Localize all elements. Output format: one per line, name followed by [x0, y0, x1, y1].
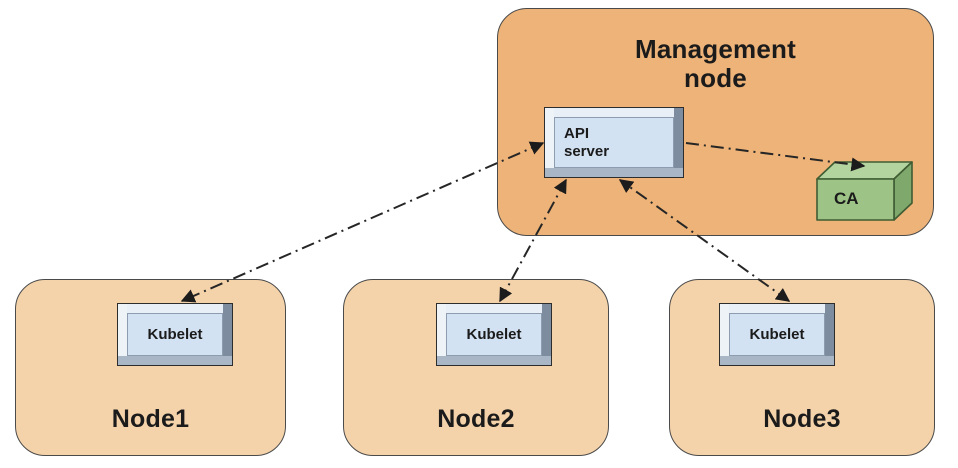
kubelet-node3-box[interactable]: Kubelet	[719, 303, 835, 366]
kubelet-node1-face	[127, 313, 223, 356]
kubelet-node2-bevel-top	[437, 304, 551, 313]
ca-box-shape	[816, 161, 913, 221]
node3-panel: Node3	[669, 279, 935, 456]
kubelet-node3-bevel-bottom	[720, 356, 834, 365]
node3-label: Node3	[763, 405, 841, 433]
api-server-label: API server	[564, 125, 610, 160]
kubelet-node1-bevel-top	[118, 304, 232, 313]
kubelet-node2-label: Kubelet	[466, 325, 522, 343]
kubelet-node3-label: Kubelet	[749, 325, 805, 343]
management-node-label: Management node	[635, 34, 796, 94]
kubelet-node3-face	[729, 313, 825, 356]
kubelet-node2-bevel-right	[542, 304, 551, 365]
kubelet-node2-bevel-bottom	[437, 356, 551, 365]
api-server-bevel-bottom	[545, 168, 683, 177]
api-server-bevel-right	[674, 108, 683, 177]
kubelet-node1-label: Kubelet	[147, 325, 203, 343]
api-server-box[interactable]: API server	[544, 107, 684, 178]
kubelet-node1-box[interactable]: Kubelet	[117, 303, 233, 366]
ca-box[interactable]: CA	[816, 160, 914, 222]
kubelet-node1-bevel-bottom	[118, 356, 232, 365]
kubelet-node1-bevel-left	[118, 304, 127, 365]
kubelet-node2-face	[446, 313, 542, 356]
kubelet-node2-bevel-left	[437, 304, 446, 365]
api-server-bevel-left	[545, 108, 554, 177]
ca-label: CA	[834, 189, 859, 208]
kubelet-node3-bevel-top	[720, 304, 834, 313]
kubelet-node3-bevel-right	[825, 304, 834, 365]
kubelet-node3-bevel-left	[720, 304, 729, 365]
kubelet-node2-box[interactable]: Kubelet	[436, 303, 552, 366]
api-server-bevel-top	[545, 108, 683, 117]
kubelet-node1-bevel-right	[223, 304, 232, 365]
node2-label: Node2	[437, 405, 515, 433]
api-server-face	[554, 117, 674, 168]
node1-label: Node1	[111, 405, 190, 433]
connector-api-server-to-kubelet-node1	[180, 141, 545, 303]
